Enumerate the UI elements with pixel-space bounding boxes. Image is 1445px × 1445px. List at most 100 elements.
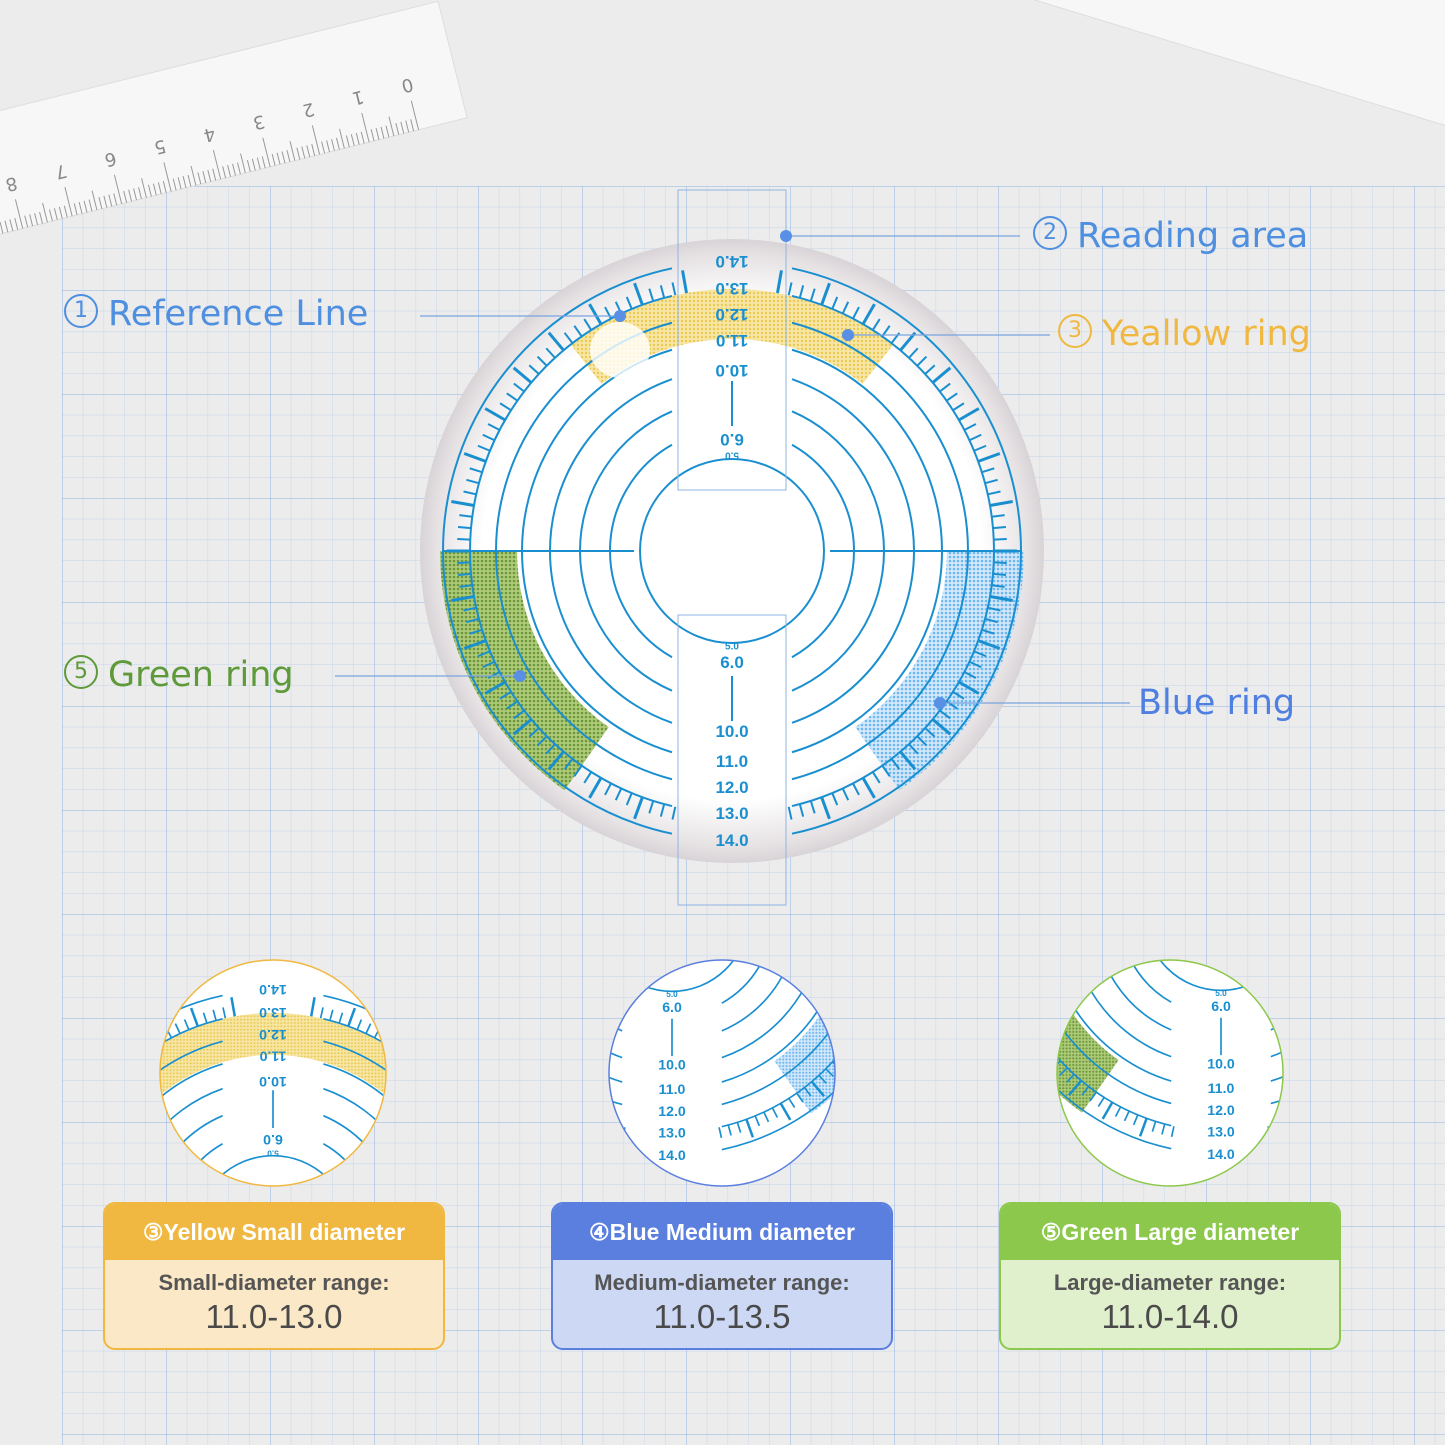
scale-label: 14.0 bbox=[658, 1147, 686, 1163]
blue-ring-band bbox=[855, 551, 1024, 791]
ring-arc bbox=[323, 1087, 386, 1186]
ruler-number: 6 bbox=[102, 147, 118, 170]
left-ruler: 0 1 2 3 4 5 6 7 8 bbox=[0, 0, 468, 240]
scale-label: 11.0 bbox=[259, 1048, 286, 1064]
ring-arc bbox=[1057, 960, 1172, 1082]
scale-ticks bbox=[447, 270, 1017, 820]
callout-blue-ring: Blue ring bbox=[1138, 683, 1296, 723]
scale-label: 6.0 bbox=[720, 430, 744, 449]
lens-scale: 5.06.010.011.012.013.014.05.06.010.011.0… bbox=[440, 252, 1024, 850]
leader-lines bbox=[335, 235, 1130, 704]
scale-label: 6.0 bbox=[263, 1131, 283, 1147]
card-blue-medium: ④Blue Medium diameter Medium-diameter ra… bbox=[551, 1202, 893, 1350]
scale-label: 12.0 bbox=[715, 778, 748, 797]
ring-arc bbox=[721, 960, 835, 1083]
ring-arc bbox=[1069, 960, 1172, 1058]
green-ring-band bbox=[440, 551, 609, 791]
scale-label: 5.0 bbox=[1215, 988, 1227, 998]
ruler-number: 0 bbox=[399, 73, 415, 96]
ring-arc bbox=[1057, 960, 1172, 1150]
ring-arc bbox=[721, 960, 835, 1151]
ruler-number: 8 bbox=[3, 172, 19, 195]
card-yellow-small: ③Yellow Small diameter Small-diameter ra… bbox=[103, 1202, 445, 1350]
scale-label: 10.0 bbox=[658, 1056, 686, 1072]
ruler-number: 3 bbox=[251, 110, 267, 133]
ring-arc bbox=[721, 960, 799, 1032]
scale-label: 5.0 bbox=[267, 1148, 279, 1158]
card-label: Medium-diameter range: bbox=[594, 1270, 850, 1295]
ring-arc bbox=[1057, 960, 1172, 1127]
scale-label: 10.0 bbox=[259, 1073, 287, 1089]
scale-label: 11.0 bbox=[1208, 1080, 1235, 1096]
ring-arc bbox=[1057, 960, 1172, 1105]
blue-zoom-circle: 5.06.0 10.0 11.0 12.0 13.0 14.0 bbox=[608, 959, 836, 1187]
scale-label: 12.0 bbox=[658, 1103, 686, 1119]
ring-arc bbox=[160, 1087, 223, 1186]
lens-highlight bbox=[590, 322, 650, 378]
reading-area-top bbox=[677, 189, 787, 491]
scale-label: 11.0 bbox=[716, 752, 748, 771]
ring-arc bbox=[721, 960, 824, 1059]
ruler-number: 2 bbox=[300, 98, 316, 121]
blue-ring-band bbox=[774, 960, 835, 1114]
scale-label: 13.0 bbox=[715, 279, 748, 298]
card-value: 11.0-13.0 bbox=[205, 1298, 343, 1335]
ruler-number: 5 bbox=[152, 135, 168, 158]
scale-label: 12.0 bbox=[1207, 1102, 1235, 1118]
scale-label: 12.0 bbox=[715, 305, 748, 324]
ring-arc bbox=[721, 960, 775, 1004]
ring-arc bbox=[323, 1114, 386, 1186]
scale-label: 10.0 bbox=[1207, 1055, 1235, 1071]
inner-ring bbox=[1143, 960, 1283, 992]
scale-label: 14.0 bbox=[259, 981, 287, 997]
scale-label: 5.0 bbox=[725, 642, 739, 653]
scale-label: 14.0 bbox=[715, 831, 748, 850]
ruler-number: 4 bbox=[201, 122, 217, 145]
ring-arc bbox=[721, 960, 835, 1106]
ruler-number: 7 bbox=[53, 160, 69, 183]
scale-label: 14.0 bbox=[715, 252, 748, 271]
scale-label: 13.0 bbox=[658, 1124, 686, 1140]
card-value: 11.0-14.0 bbox=[1101, 1298, 1239, 1335]
scale-label: 5.0 bbox=[666, 989, 678, 999]
scale-label: 12.0 bbox=[259, 1026, 287, 1042]
yellow-ring-band bbox=[160, 1012, 386, 1093]
reading-area-bottom bbox=[677, 614, 787, 906]
ruler-number: 1 bbox=[350, 85, 366, 108]
scale-label: 10.0 bbox=[715, 361, 748, 380]
right-ruler: 1617181920 bbox=[890, 0, 1445, 144]
yellow-zoom-circle: 5.06.0 10.0 11.0 12.0 13.0 14.0 bbox=[159, 959, 387, 1187]
scale-label: 13.0 bbox=[715, 804, 748, 823]
scale-label: 6.0 bbox=[720, 653, 744, 672]
card-title: ④Blue Medium diameter bbox=[553, 1204, 891, 1260]
scale-label: 11.0 bbox=[659, 1081, 686, 1097]
ring-arc bbox=[721, 960, 835, 1128]
ring-arc bbox=[1118, 960, 1172, 1003]
green-ring-band bbox=[1057, 960, 1119, 1113]
green-zoom-circle: 5.06.010.011.012.013.014.0 bbox=[1056, 959, 1284, 1187]
card-title: ③Yellow Small diameter bbox=[105, 1204, 443, 1260]
card-title: ⑤Green Large diameter bbox=[1001, 1204, 1339, 1260]
yellow-ring-band bbox=[570, 289, 894, 384]
scale-label: 6.0 bbox=[1211, 998, 1231, 1014]
inner-ring bbox=[609, 960, 750, 993]
card-value: 11.0-13.5 bbox=[653, 1298, 791, 1335]
inner-ring bbox=[194, 1154, 352, 1186]
ring-arc bbox=[160, 1114, 223, 1186]
card-label: Large-diameter range: bbox=[1053, 1270, 1287, 1295]
scale-label: 10.0 bbox=[715, 722, 748, 741]
leader-dots bbox=[514, 230, 946, 709]
scale-ticks bbox=[612, 1061, 835, 1139]
scale-label: 14.0 bbox=[1207, 1146, 1235, 1162]
inner-ring bbox=[639, 458, 825, 644]
card-green-large: ⑤Green Large diameter Large-diameter ran… bbox=[999, 1202, 1341, 1350]
card-label: Small-diameter range: bbox=[158, 1270, 390, 1295]
scale-label: 6.0 bbox=[662, 999, 682, 1015]
scale-label: 11.0 bbox=[716, 331, 748, 350]
scale-label: 13.0 bbox=[259, 1004, 287, 1020]
